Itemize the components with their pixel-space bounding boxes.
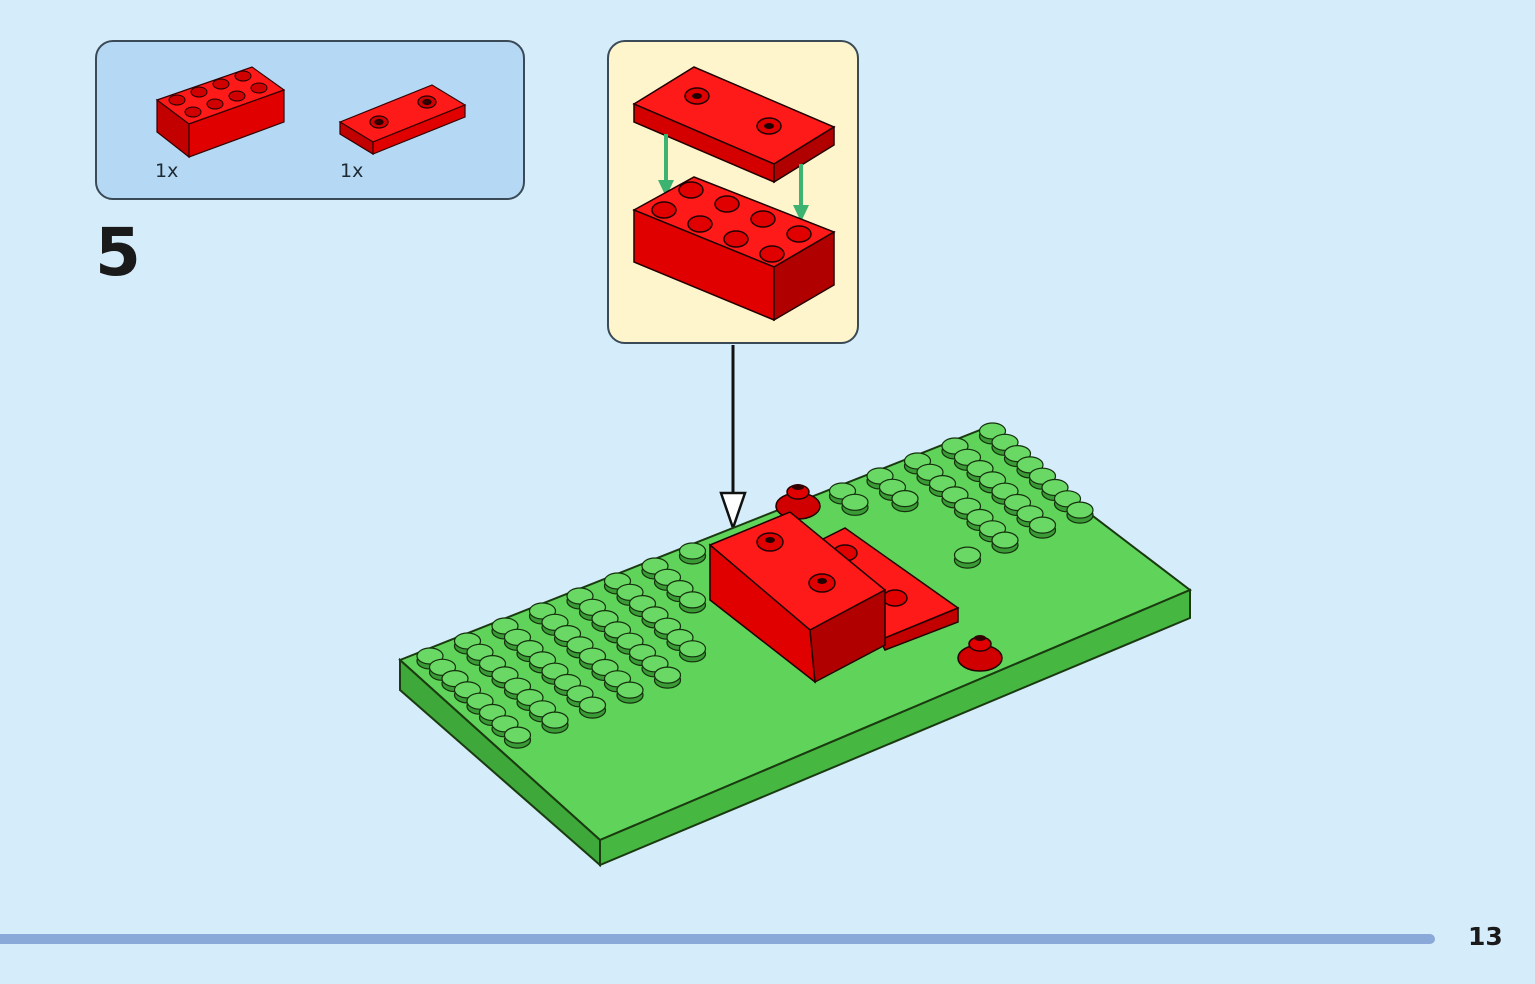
green-arrow-icons: [658, 134, 809, 222]
progress-bar: [0, 934, 1436, 944]
stud-top: [891, 490, 919, 508]
red-round-stud-left-icon: [775, 484, 821, 520]
stud-top: [578, 696, 607, 714]
baseplate-stud-icons: [416, 422, 1094, 749]
plate-stud-icons: [684, 87, 782, 135]
stud-top: [841, 493, 869, 511]
red-brick-placed: [708, 511, 960, 684]
stud-top: [503, 726, 532, 744]
part-quantity-brick: 1x: [155, 160, 179, 182]
stud-top: [991, 531, 1019, 549]
stud-top: [653, 666, 682, 684]
main-build-illustration: [398, 345, 1192, 868]
stud-top: [541, 711, 569, 729]
stud-top: [678, 640, 707, 658]
red-round-stud-right-icon: [957, 635, 1003, 672]
page-number: 13: [1468, 922, 1503, 951]
stud-top: [678, 591, 707, 609]
parts-list-box: 1x 1x: [95, 40, 525, 200]
stud-top: [616, 681, 644, 699]
placement-arrow-icon: [719, 345, 747, 532]
stud-top: [953, 546, 982, 564]
subassembly-callout: [607, 40, 859, 344]
stud-top: [1028, 516, 1057, 534]
step-number: 5: [95, 214, 141, 291]
red-plate-1x2-icon: [338, 84, 467, 156]
subassembly-illustration: [632, 66, 836, 322]
brick-stud-icons: [651, 181, 812, 263]
stud-top: [1066, 501, 1094, 519]
part-quantity-plate: 1x: [340, 160, 364, 182]
red-brick-2x4-icon: [155, 66, 286, 159]
stud-top: [678, 542, 707, 560]
